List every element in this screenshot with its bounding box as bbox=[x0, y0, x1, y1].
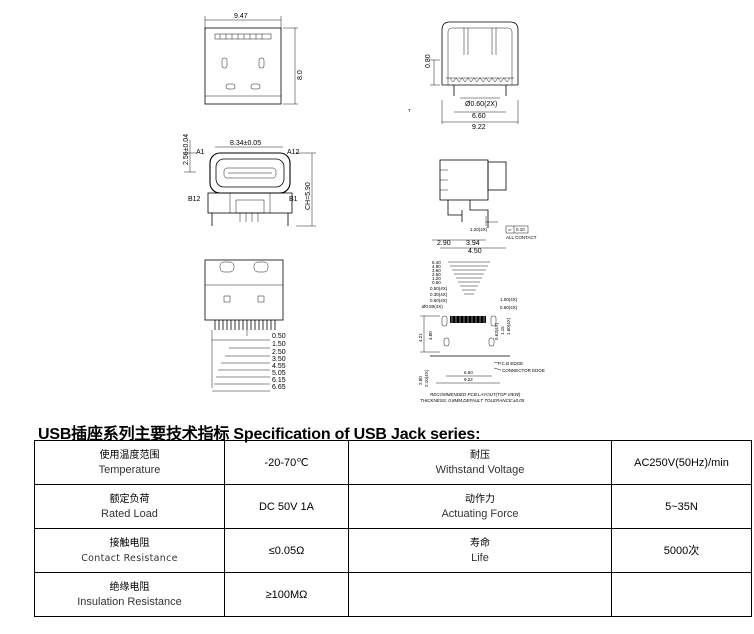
t-mark: T bbox=[408, 108, 411, 113]
dim-a-label: 2.90 bbox=[437, 240, 451, 247]
spec-name-cell bbox=[348, 572, 612, 617]
spec-value-cell: AC250V(50Hz)/min bbox=[611, 440, 752, 485]
pitch-6-label: 5.05 bbox=[272, 370, 286, 377]
pcb-left-dim-8: 0.30(4X) bbox=[430, 292, 448, 297]
section-title: USB插座系列主要技术指标 Specification of USB Jack … bbox=[38, 426, 481, 443]
all-contact-label: ALL CONTACT bbox=[506, 235, 537, 240]
spec-name-en: Contact Resistance bbox=[81, 552, 178, 564]
pcb-vertical-1: 4.21 bbox=[418, 333, 423, 342]
pcb-bottom-left-1: 2.80 bbox=[418, 376, 423, 385]
front-view-drawing: 8.34±0.05 A1 A12 B12 B1 2.56±0.04 CH=5.9… bbox=[183, 134, 316, 227]
top-view-drawing: 9.47 8.0 bbox=[204, 13, 304, 105]
spec-name-en: Insulation Resistance bbox=[77, 596, 182, 608]
pcb-bottom-left-2: 2.10(4X) bbox=[424, 369, 429, 387]
pcb-note-1: RECOMMENDED PCB LAYOUT(TOP VIEW) bbox=[430, 392, 521, 397]
side-view-drawing: 0.80 Ø0.60(2X) 6.60 9.22 T bbox=[408, 21, 519, 131]
pcb-vertical-2: 4.80 bbox=[428, 331, 433, 340]
pin-a1-label: A1 bbox=[196, 149, 205, 156]
side-view-2-drawing: 1.20(4X) ⏥ 0.10 ALL CONTACT 2.90 3.94 4.… bbox=[432, 159, 537, 255]
spec-value-cell: DC 50V 1A bbox=[224, 484, 349, 529]
pcb-note-2: THICKNESS: 0.8MM,DEFAULT TOLERANCE:±0.05 bbox=[420, 398, 525, 403]
spec-name-cell: 额定负荷 Rated Load bbox=[34, 484, 225, 529]
pin-b12-label: B12 bbox=[188, 196, 201, 203]
spec-value-cell: 5000次 bbox=[611, 528, 752, 573]
pcb-left-dim-1: 6.40 bbox=[432, 260, 441, 265]
bottom-view-drawing: 0.50 1.50 2.50 3.50 4.55 5.05 6.15 6.65 bbox=[204, 259, 286, 392]
spec-name-cell: 动作力 Actuating Force bbox=[348, 484, 612, 529]
spec-name-zh: 绝缘电阻 bbox=[109, 582, 150, 593]
table-row: 额定负荷 Rated Load DC 50V 1A 动作力 Actuating Fo… bbox=[34, 484, 752, 529]
pitch-7-label: 6.15 bbox=[272, 377, 286, 384]
front-height-right-label: CH=5.90 bbox=[305, 182, 312, 210]
spec-name-cell: 接触电阻 Contact Resistance bbox=[34, 528, 225, 573]
pcb-right-dim-2: 0.60(4X) bbox=[500, 305, 518, 310]
pcb-hole-label: Ø0.80(4X) bbox=[422, 304, 443, 309]
spec-name-cell: 使用温度范围 Temperature bbox=[34, 440, 225, 485]
pcb-right-dim-1: 1.00(4X) bbox=[500, 297, 518, 302]
pitch-4-label: 3.50 bbox=[272, 356, 286, 363]
pitch-1-label: 0.50 bbox=[272, 333, 286, 340]
table-row: 绝缘电阻 Insulation Resistance ≥100MΩ bbox=[34, 572, 752, 617]
table-row: 接触电阻 Contact Resistance ≤0.05Ω 寿命 Life 500… bbox=[34, 528, 752, 573]
pin-b1-label: B1 bbox=[289, 196, 298, 203]
spec-name-en: Withstand Voltage bbox=[435, 464, 525, 476]
spec-name-zh: 额定负荷 bbox=[109, 494, 150, 505]
pcb-left-dim-4: 2.60 bbox=[432, 272, 441, 277]
opening-width-label: 8.34±0.05 bbox=[230, 140, 261, 147]
spec-name-en: Rated Load bbox=[101, 508, 158, 520]
flatness-label: 1.20(4X) bbox=[470, 227, 488, 232]
pitch-8-label: 6.65 bbox=[272, 384, 286, 391]
dim-b-label: 3.94 bbox=[466, 240, 480, 247]
spec-table: 使用温度范围 Temperature -20-70℃ 耐压 Withstand Vo… bbox=[34, 440, 752, 617]
dim-c-label: 4.50 bbox=[468, 248, 482, 255]
spec-name-en: Life bbox=[471, 552, 489, 564]
pitch-3-label: 2.50 bbox=[272, 349, 286, 356]
pcb-left-dim-9: 0.60(4X) bbox=[430, 298, 448, 303]
svg-text:⏥: ⏥ bbox=[508, 227, 512, 232]
pcb-bottom-dim-1: 6.60 bbox=[464, 370, 473, 375]
spec-value-cell: -20-70℃ bbox=[224, 440, 349, 485]
pin-a12-label: A12 bbox=[287, 149, 300, 156]
pcb-left-dim-6: 0.60 bbox=[432, 280, 441, 285]
pcb-layout-drawing: 6.40 4.80 3.60 2.60 1.20 0.60 0.50(4X) 0… bbox=[418, 260, 545, 403]
spec-name-zh: 使用温度范围 bbox=[99, 450, 160, 461]
pitch-5-label: 4.55 bbox=[272, 363, 286, 370]
pcb-edge-label: P.C.B EDGE bbox=[498, 361, 523, 366]
spec-name-zh: 动作力 bbox=[465, 494, 495, 505]
technical-drawings: 9.47 8.0 0.80 Ø0.60(2X) bbox=[183, 13, 545, 403]
spec-name-cell: 绝缘电阻 Insulation Resistance bbox=[34, 572, 225, 617]
spec-name-cell: 寿命 Life bbox=[348, 528, 612, 573]
pcb-right-dim-3: 1.60(4X) bbox=[506, 317, 511, 335]
spec-name-zh: 寿命 bbox=[470, 538, 490, 549]
pcb-left-dim-2: 4.80 bbox=[432, 264, 441, 269]
pcb-right-dim-4: 1.15 bbox=[500, 326, 505, 335]
pcb-left-dim-7: 0.50(4X) bbox=[430, 286, 448, 291]
top-height-label: 8.0 bbox=[297, 70, 304, 80]
pcb-right-dim-5: 0.63(4X) bbox=[494, 322, 499, 340]
pcb-left-dim-3: 3.60 bbox=[432, 268, 441, 273]
hole-label: Ø0.60(2X) bbox=[465, 101, 497, 108]
spec-name-zh: 接触电阻 bbox=[109, 537, 150, 549]
spec-value-cell: ≥100MΩ bbox=[224, 572, 349, 617]
spec-value-cell bbox=[611, 572, 752, 617]
spec-name-cell: 耐压 Withstand Voltage bbox=[348, 440, 612, 485]
spec-name-zh: 耐压 bbox=[470, 450, 490, 461]
pcb-left-dim-5: 1.20 bbox=[432, 276, 441, 281]
spec-name-en: Temperature bbox=[98, 464, 161, 476]
pcb-bottom-dim-2: 9.22 bbox=[464, 377, 473, 382]
top-width-label: 9.47 bbox=[234, 13, 248, 20]
pitch-2-label: 1.50 bbox=[272, 341, 286, 348]
side-height-label: 0.80 bbox=[425, 54, 432, 68]
tolerance-label: 0.10 bbox=[516, 227, 525, 232]
outer-width-label: 9.22 bbox=[472, 124, 486, 131]
table-row: 使用温度范围 Temperature -20-70℃ 耐压 Withstand Vo… bbox=[34, 440, 752, 485]
spec-name-en: Actuating Force bbox=[441, 508, 519, 520]
spec-value-cell: 5~35N bbox=[611, 484, 752, 529]
spec-value-cell: ≤0.05Ω bbox=[224, 528, 349, 573]
front-height-left-label: 2.56±0.04 bbox=[183, 134, 190, 165]
inner-width-label: 6.60 bbox=[472, 113, 486, 120]
connector-edge-label: CONNECTOR EDGE bbox=[502, 368, 545, 373]
